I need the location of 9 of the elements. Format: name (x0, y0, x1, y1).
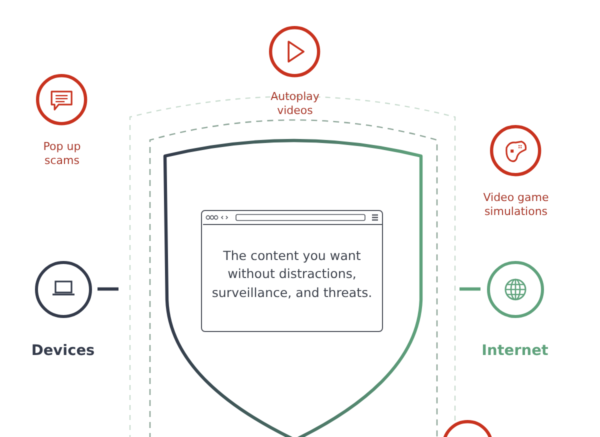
node-label: Devices (31, 342, 95, 360)
browser-window (201, 210, 383, 332)
connector-line (98, 287, 118, 291)
connector-line (460, 287, 480, 291)
body-text: The content you want without distractions, surveillance, and threats. (210, 247, 374, 302)
node-label: Autoplay videos (270, 90, 320, 120)
node-label: Video game simulations (482, 190, 550, 220)
node-label: Pop up scams (42, 140, 82, 170)
node-label: Internet (482, 342, 548, 360)
